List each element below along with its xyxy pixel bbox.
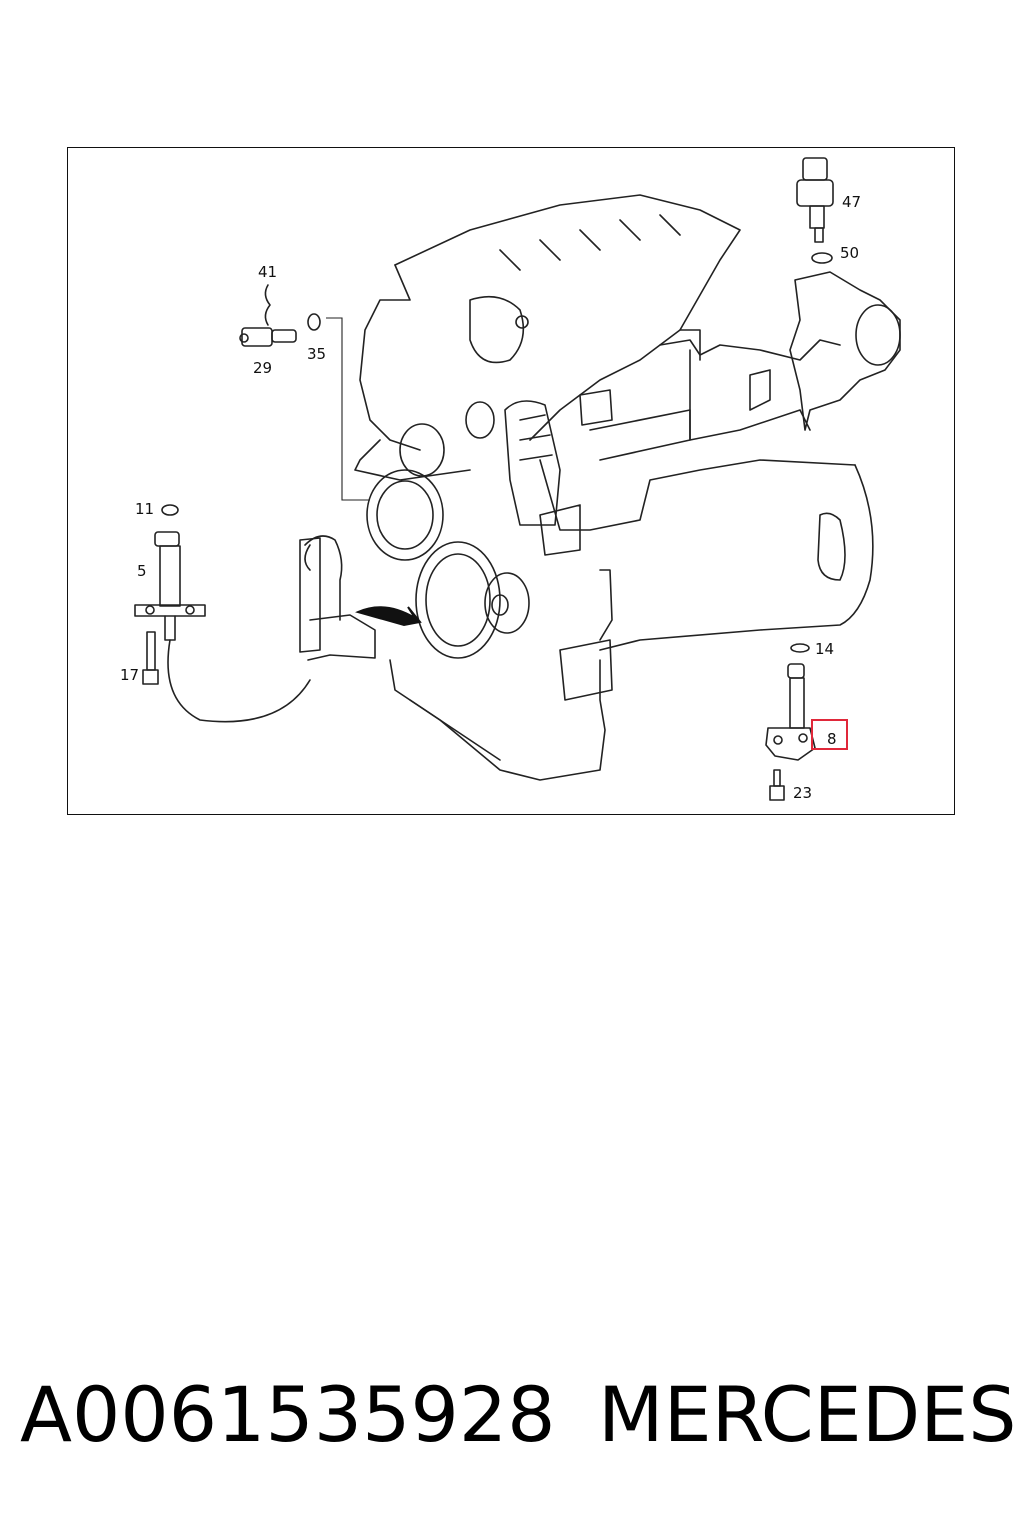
callout-35: 35 (307, 345, 326, 363)
callout-8: 8 (827, 730, 837, 748)
part-number: A0061535928 (20, 1370, 556, 1459)
engine-block (354, 194, 874, 651)
callout-47: 47 (842, 193, 861, 211)
brand-name: MERCEDES (598, 1370, 1017, 1459)
sensor-8-group (765, 643, 816, 801)
callout-5: 5 (137, 562, 147, 580)
sensor-5 (134, 504, 376, 723)
callout-41: 41 (258, 263, 277, 281)
bolt-17 (142, 631, 159, 685)
pulleys (366, 469, 530, 659)
callout-17: 17 (120, 666, 139, 684)
oring-50 (811, 252, 833, 264)
sensor-29-group (239, 284, 370, 501)
callout-23: 23 (793, 784, 812, 802)
sensor-47 (796, 157, 834, 243)
callout-14: 14 (815, 640, 834, 658)
callout-11: 11 (135, 500, 154, 518)
direction-arrow (355, 606, 422, 627)
callout-29: 29 (253, 359, 272, 377)
oil-pan (389, 569, 613, 781)
callout-50: 50 (840, 244, 859, 262)
intake-manifold (504, 400, 581, 556)
thermostat-housing (789, 271, 901, 431)
highlight-box-8 (811, 719, 848, 750)
